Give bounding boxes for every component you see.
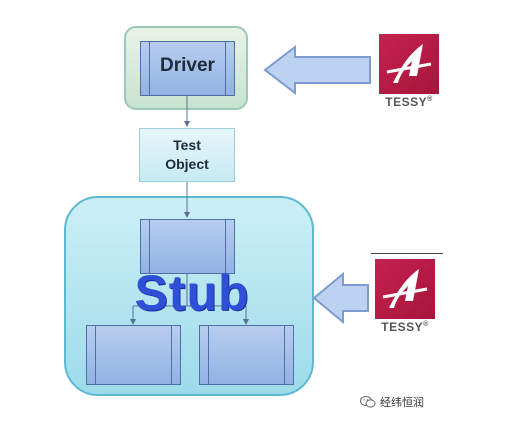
watermark: 经纬恒润 [360, 394, 500, 410]
module-left-bar [87, 326, 96, 384]
tessy-logo-bottom: TESSY® [371, 253, 443, 341]
stub-bottom-right-module [199, 325, 294, 385]
tessy-logo-icon [375, 259, 435, 319]
test-object-line2: Object [165, 156, 209, 172]
module-right-bar [284, 326, 293, 384]
module-left-bar [141, 220, 150, 273]
stub-top-module [140, 219, 235, 274]
tessy-logo-text: TESSY [381, 320, 424, 334]
stub-label: Stub [134, 265, 250, 321]
tessy-to-stub-arrow-icon [312, 271, 369, 325]
wechat-icon [360, 395, 376, 409]
tessy-logo-top: TESSY® [379, 34, 439, 116]
tessy-logo-text: TESSY [385, 95, 428, 109]
stub-tree-connector [132, 274, 247, 323]
driver-module [140, 41, 235, 96]
tessy-to-driver-arrow-icon [263, 44, 371, 96]
tessy-logo-mark: ® [427, 96, 433, 103]
module-right-bar [225, 220, 234, 273]
test-object-box: Test Object [139, 128, 235, 182]
module-right-bar [171, 326, 180, 384]
module-left-bar [141, 42, 150, 95]
stub-bottom-left-module [86, 325, 181, 385]
driver-label: Driver [160, 55, 215, 76]
logo-divider [371, 253, 443, 254]
tessy-logo-mark: ® [423, 321, 429, 328]
watermark-text: 经纬恒润 [380, 397, 424, 409]
tessy-logo-icon [379, 34, 439, 94]
module-right-bar [225, 42, 234, 95]
test-object-line1: Test [173, 137, 201, 153]
module-left-bar [200, 326, 209, 384]
